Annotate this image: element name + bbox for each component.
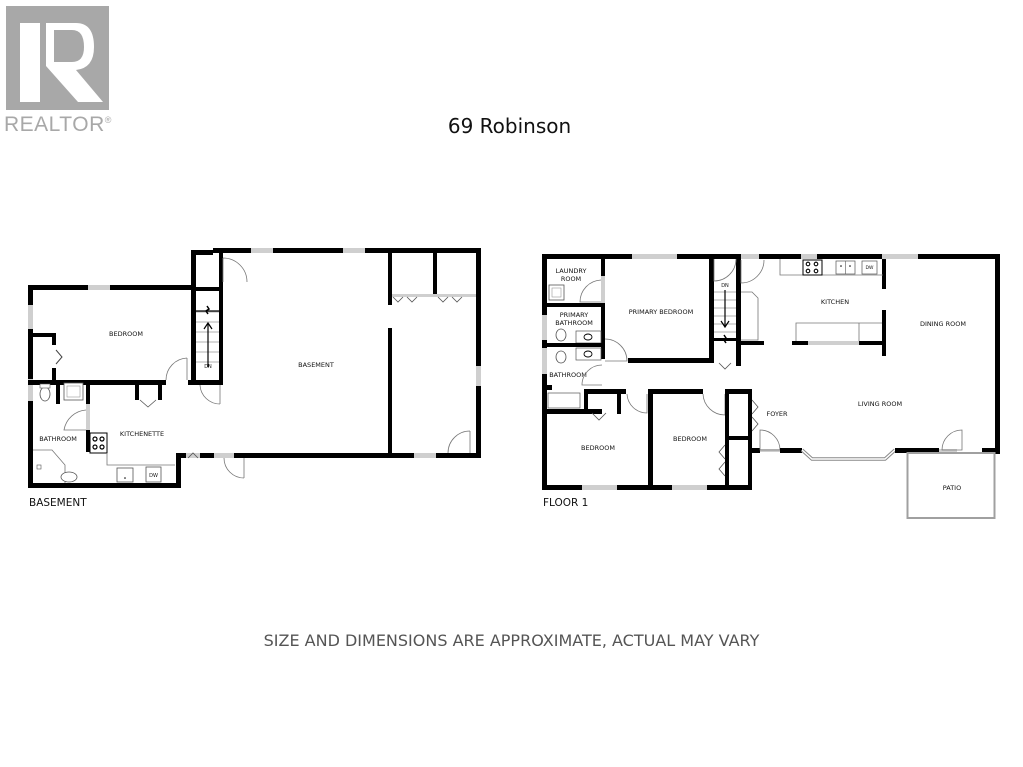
- room-label-dining-room: DINING ROOM: [920, 320, 966, 328]
- room-label-kitchen: KITCHEN: [821, 298, 849, 306]
- room-label-bathroom: BATHROOM: [549, 371, 587, 379]
- basement-plan-label: BASEMENT: [29, 497, 87, 509]
- room-label-bedroom-2: BEDROOM: [673, 435, 707, 443]
- dishwasher-label: DW: [149, 473, 158, 479]
- room-label-foyer: FOYER: [766, 410, 788, 418]
- floor1-plan: LAUNDRY ROOM PRIMARY BATHROOM BATHROOM P…: [542, 254, 1000, 519]
- realtor-logo-icon: [6, 6, 109, 110]
- room-label-bathroom: BATHROOM: [39, 435, 77, 443]
- room-label-kitchenette: KITCHENETTE: [120, 430, 164, 438]
- floor1-plan-label: FLOOR 1: [543, 497, 589, 509]
- room-label-basement: BASEMENT: [298, 361, 334, 369]
- room-label-primary-bathroom-line2: BATHROOM: [555, 319, 593, 327]
- room-label-bedroom: BEDROOM: [109, 330, 143, 338]
- dishwasher-label: DW: [866, 265, 874, 271]
- disclaimer-text: SIZE AND DIMENSIONS ARE APPROXIMATE, ACT…: [263, 631, 760, 650]
- realtor-r-glyph-icon: [6, 6, 109, 110]
- stairs-label: DN: [721, 283, 729, 289]
- room-label-bedroom-1: BEDROOM: [581, 444, 615, 452]
- page-title: 69 Robinson: [447, 114, 572, 138]
- basement-plan: DN: [28, 248, 481, 488]
- room-label-laundry-line2: ROOM: [561, 275, 581, 283]
- room-label-laundry-line1: LAUNDRY: [556, 267, 587, 275]
- realtor-wordmark: REALTOR®: [4, 113, 112, 136]
- room-label-primary-bedroom: PRIMARY BEDROOM: [629, 308, 693, 316]
- room-label-patio: PATIO: [943, 484, 961, 492]
- room-label-living-room: LIVING ROOM: [858, 400, 902, 408]
- room-label-primary-bathroom-line1: PRIMARY: [560, 311, 589, 319]
- stairs-label: DN: [204, 364, 212, 370]
